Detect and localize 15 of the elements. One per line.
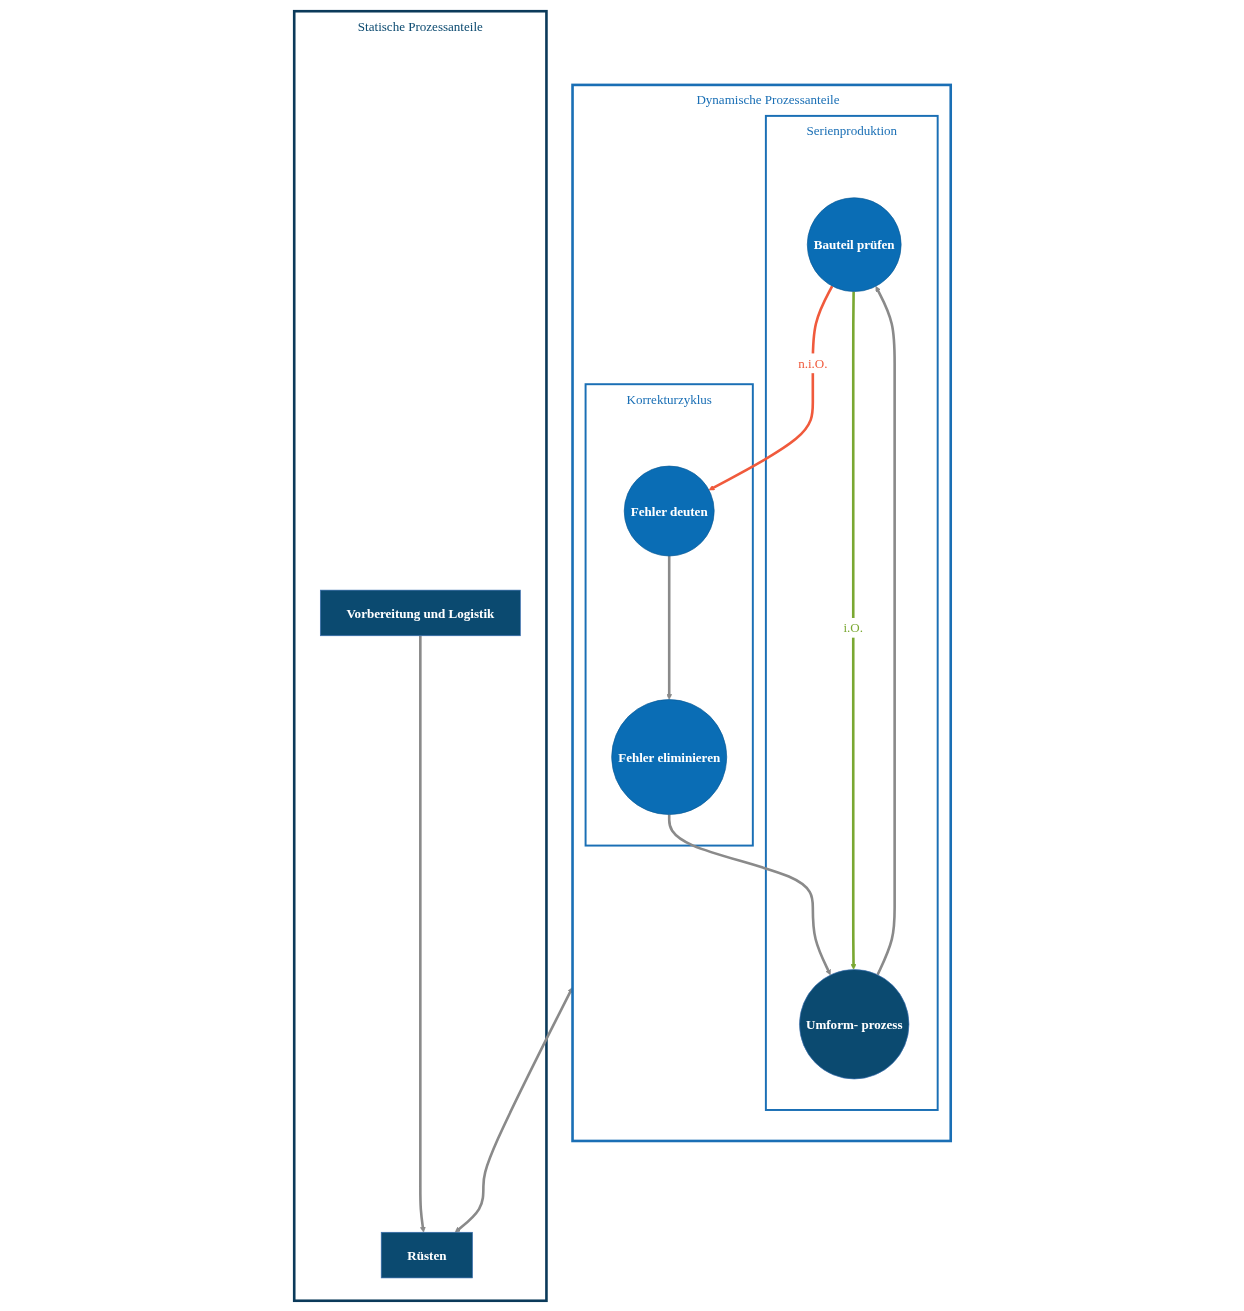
arrow [708, 285, 833, 490]
node-circle: Bauteil prüfen [806, 196, 901, 292]
node-box: Rüsten [380, 1231, 473, 1278]
edge-label: n.i.O. [797, 355, 828, 371]
edge-label: i.O. [842, 620, 863, 635]
node-box: Vorbereitung und Logistik [319, 589, 521, 636]
arrow [665, 555, 672, 700]
arrow [875, 285, 896, 975]
node-circle: Fehler eliminieren [610, 698, 727, 815]
arrow [667, 814, 831, 975]
node-circle: Umform- prozess [798, 968, 909, 1079]
arrow [454, 986, 573, 1233]
node-circle: Fehler deuten [623, 465, 715, 556]
arrow [418, 635, 426, 1233]
arrow [850, 291, 856, 970]
